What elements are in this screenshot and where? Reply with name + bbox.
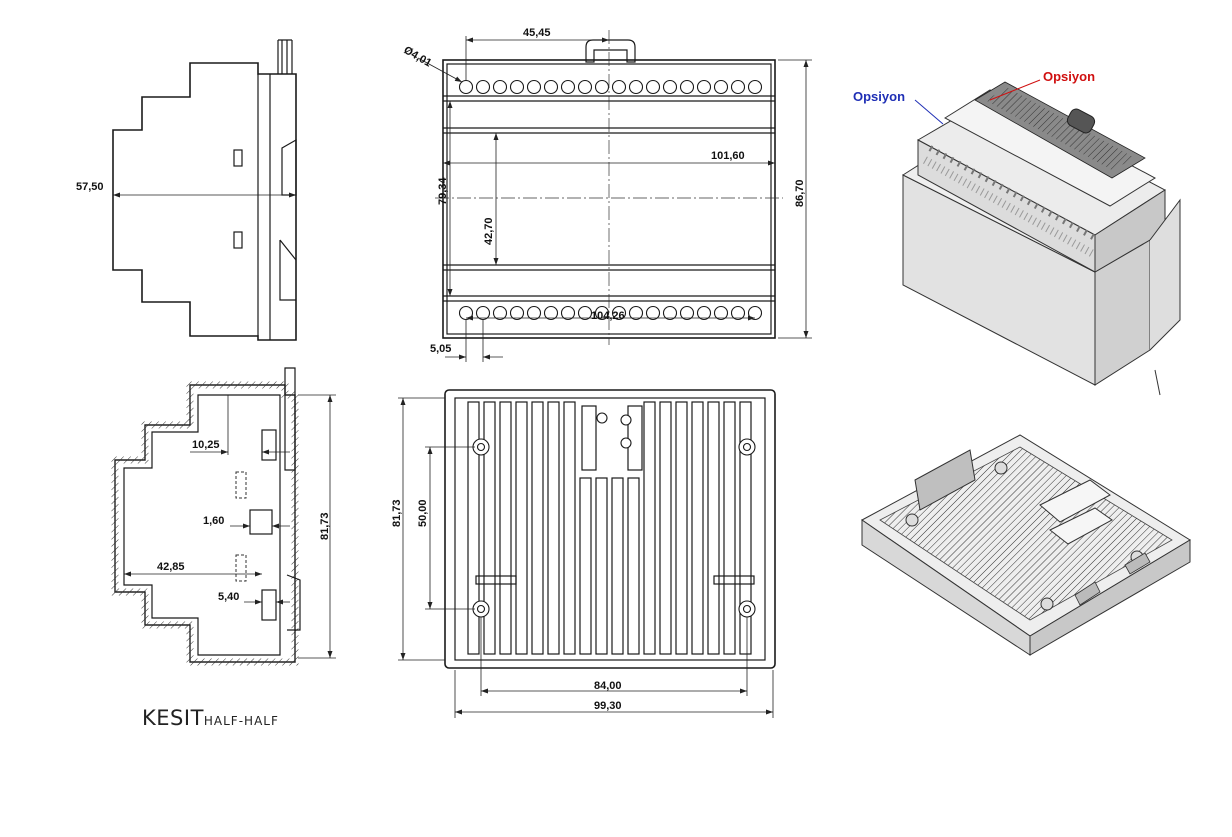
base-view: 81,73 50,00 84,00 99,30 <box>391 389 776 718</box>
section-width-label: 42,85 <box>157 561 185 573</box>
clip-label: 5,40 <box>218 591 239 603</box>
base-hole-spacing-h-label: 84,00 <box>594 680 622 692</box>
section-height-label: 81,73 <box>319 512 331 540</box>
section-caption: KESITHALF-HALF <box>142 706 279 730</box>
section-view: 10,25 1,60 42,85 5,40 81,73 <box>111 367 336 666</box>
base-hole-spacing-v-label: 50,00 <box>417 499 429 527</box>
top-terminal-holes <box>458 79 763 95</box>
base-width-label: 99,30 <box>594 700 622 712</box>
base-height-label: 81,73 <box>391 499 403 527</box>
isometric-housing: Opsiyon Opsiyon <box>853 69 1181 396</box>
section-depth-label: 10,25 <box>192 439 220 451</box>
hole-diameter-label: Ø4,01 <box>402 44 434 69</box>
caption-sub: HALF-HALF <box>203 714 279 728</box>
inner-width-label: 101,60 <box>711 150 745 162</box>
top-pitch-label: 45,45 <box>523 27 551 39</box>
front-view: 45,45 Ø4,01 101,60 79,34 42,70 86,70 104… <box>402 27 812 362</box>
option-callout-right: Opsiyon <box>1043 69 1095 84</box>
side-view: 57,50 <box>76 39 297 341</box>
side-height-label: 57,50 <box>76 181 104 193</box>
wall-label: 1,60 <box>203 515 224 527</box>
isometric-base <box>861 434 1191 656</box>
option-callout-left: Opsiyon <box>853 89 905 104</box>
window-height-label: 42,70 <box>483 217 495 245</box>
total-height-label: 86,70 <box>794 179 806 207</box>
inner-height-label: 79,34 <box>437 177 449 205</box>
hole-offset-label: 5,05 <box>430 343 451 355</box>
caption-main: KESIT <box>142 706 204 730</box>
terminal-row-length-label: 104,26 <box>591 310 625 322</box>
base-ribs <box>467 401 752 655</box>
